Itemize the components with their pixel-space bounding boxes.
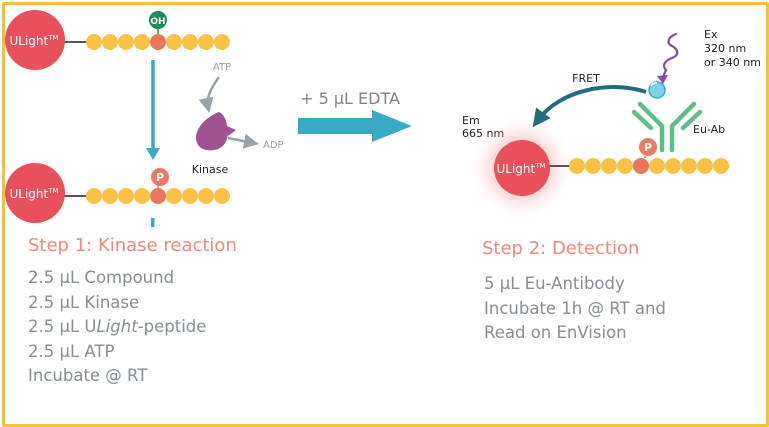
peptide-bead [665, 158, 681, 174]
atp-arrow [198, 76, 221, 113]
peptide-bead [118, 34, 134, 50]
step2-list: 5 µL Eu-Antibody Incubate 1h @ RT and Re… [484, 272, 666, 346]
step1-list: 2.5 µL Compound 2.5 µL Kinase 2.5 µL ULi… [28, 266, 206, 389]
peptide-bead [601, 158, 617, 174]
ulight-dye-circle [5, 10, 65, 70]
peptide-bead [118, 188, 134, 204]
peptide-bead [166, 188, 182, 204]
ulight-label: ULightTM [9, 34, 58, 48]
peptide-chain-bottom [86, 188, 230, 204]
ulight-dye-circle [5, 163, 65, 223]
phosphate-badge [151, 168, 169, 186]
peptide-bead [182, 188, 198, 204]
peptide-bead-target [633, 158, 649, 174]
step2-item: 5 µL Eu-Antibody [484, 274, 625, 293]
phospho-label: P [644, 141, 652, 154]
oh-label: OH [150, 17, 165, 27]
peptide-bead [697, 158, 713, 174]
peptide-chain-top [86, 34, 230, 50]
eu-antibody [631, 101, 703, 153]
peptide-bead-target [150, 188, 166, 204]
substrate-phosphorylated: ULightTM P [5, 163, 230, 223]
fret-label: FRET [572, 72, 600, 85]
ulight-label: ULightTM [496, 162, 545, 176]
phosphate-badge [639, 138, 657, 156]
peptide-bead [198, 188, 214, 204]
step1-title: Step 1: Kinase reaction [28, 235, 237, 256]
peptide-bead [134, 34, 150, 50]
step1-item-peptide: 2.5 µL ULight-peptide [28, 317, 207, 336]
peptide-bead [86, 188, 102, 204]
peptide-bead [102, 188, 118, 204]
adp-label: ADP [263, 140, 284, 151]
ex-wavelength-2: or 340 nm [704, 56, 761, 69]
peptide-bead [86, 34, 102, 50]
atp-label: ATP [213, 62, 231, 73]
peptide-bead [102, 34, 118, 50]
step2-title: Step 2: Detection [482, 238, 640, 259]
peptide-bead [617, 158, 633, 174]
step2-item: Read on EnVision [484, 323, 627, 342]
eu-ab-label: Eu-Ab [693, 123, 725, 136]
excitation-arrowhead [657, 75, 668, 84]
peptide-bead [681, 158, 697, 174]
ulight-dye-circle [494, 140, 550, 196]
peptide-bead [585, 158, 601, 174]
edta-label: + 5 µL EDTA [300, 89, 400, 108]
edta-arrow [298, 110, 412, 142]
peptide-bead [214, 34, 230, 50]
ulight-label: ULightTM [9, 187, 58, 201]
kinase-notch [227, 126, 236, 136]
adp-arrow [227, 133, 259, 149]
peptide-bead [198, 34, 214, 50]
ex-wavelength-1: 320 nm [704, 42, 746, 55]
kinase-enzyme-shape [195, 112, 228, 151]
ex-label: Ex [704, 28, 718, 41]
excitation-photon-wave [661, 32, 679, 79]
peptide-bead [134, 188, 150, 204]
peptide-bead [182, 34, 198, 50]
peptide-bead [569, 158, 585, 174]
step1-item: 2.5 µL ATP [28, 341, 115, 361]
kinase-label: Kinase [192, 163, 229, 176]
chelate-highlight [650, 82, 658, 87]
phospho-label: P [156, 171, 164, 184]
peptide-chain-detection [569, 158, 729, 174]
continuation-mark [151, 218, 155, 227]
step1-item: 2.5 µL Compound [28, 268, 175, 287]
peptide-bead-target [150, 34, 166, 50]
peptide-bead [649, 158, 665, 174]
step1-item: Incubate @ RT [28, 366, 148, 385]
reaction-arrow-down [146, 60, 160, 160]
fret-arrow [532, 85, 647, 128]
europium-chelate [648, 81, 666, 99]
em-label: Em [462, 114, 480, 127]
peptide-bead [713, 158, 729, 174]
hydroxyl-badge [149, 11, 167, 29]
peptide-bead [166, 34, 182, 50]
peptide-bead [214, 188, 230, 204]
step2-item: Incubate 1h @ RT and [484, 298, 666, 318]
substrate-top: ULightTM OH [5, 10, 230, 70]
step1-item: 2.5 µL Kinase [28, 292, 140, 312]
